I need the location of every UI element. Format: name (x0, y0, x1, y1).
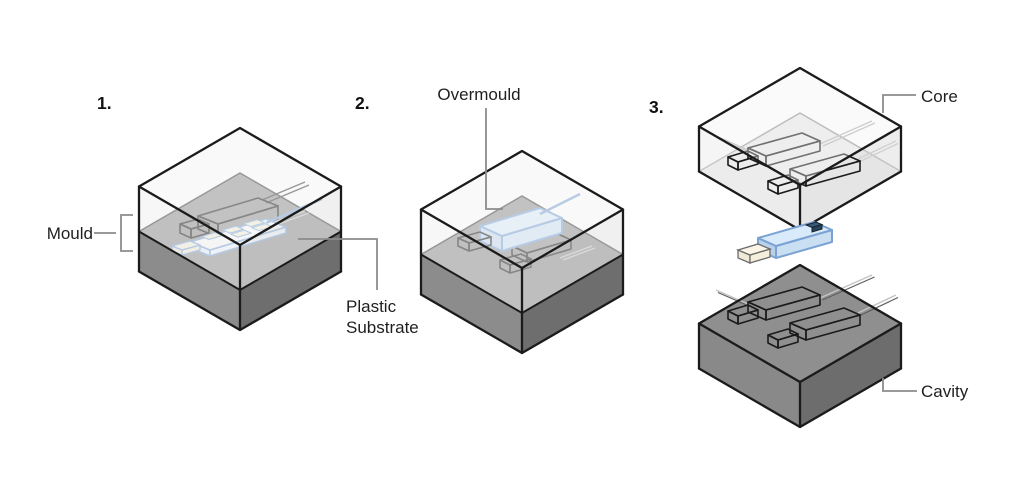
step-1-number: 1. (97, 93, 112, 113)
plastic-substrate-label-line2: Substrate (346, 318, 419, 337)
cavity-wireframe (697, 263, 903, 429)
cavity-runner-grooves-shadow (717, 276, 899, 317)
overmould-leader (485, 108, 503, 210)
mould-label: Mould (47, 224, 93, 243)
moulded-part (736, 221, 833, 264)
step-2-number: 2. (355, 93, 370, 113)
cavity-leader (882, 378, 917, 392)
step-1-diagram: 1. Mould Plastic Substrate (47, 93, 419, 337)
plastic-substrate-leader (298, 238, 378, 290)
sprue-stub (804, 221, 824, 233)
cavity-label: Cavity (921, 382, 969, 401)
cavity-block (697, 263, 903, 429)
core-leader (882, 94, 916, 113)
overmould-label: Overmould (437, 85, 520, 104)
parting-seam (138, 230, 342, 292)
mould-leader-bracket (94, 214, 133, 252)
cavity-runner-grooves (715, 274, 897, 314)
mould2-wireframe (419, 149, 625, 355)
plastic-substrate-label-line1: Plastic (346, 297, 397, 316)
core-label: Core (921, 87, 958, 106)
moulded-part-tongue (736, 243, 772, 264)
mould1-wireframe (137, 126, 343, 332)
step-3-number: 3. (649, 97, 664, 117)
step-2-diagram: 2. Overmould (355, 85, 625, 355)
step-3-diagram: 3. Core Cavity (649, 66, 969, 429)
parting-seam (420, 253, 624, 315)
cavity-insert-blocks (727, 286, 861, 349)
mould2-lower-half (421, 254, 623, 353)
core-block (697, 66, 903, 232)
mould1-lower-half (139, 231, 341, 330)
